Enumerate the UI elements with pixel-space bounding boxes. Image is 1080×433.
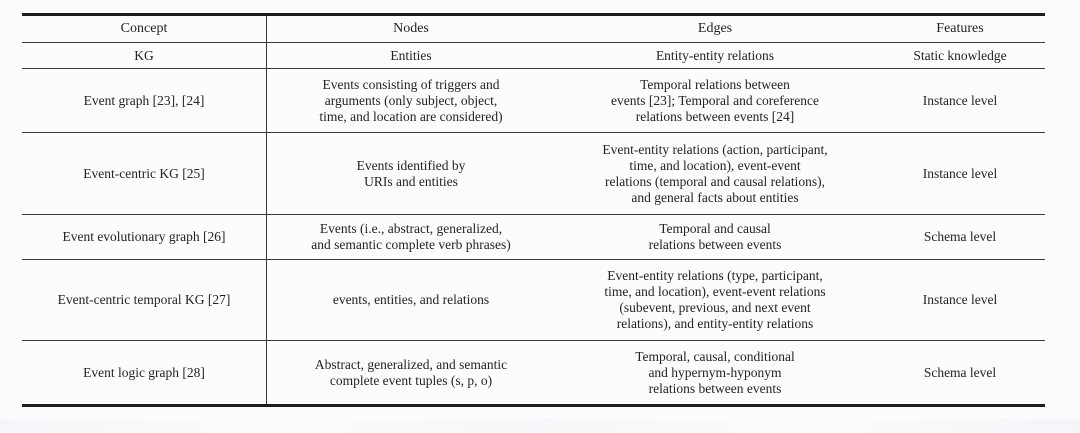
- cell-edges: Event-entity relations (action, particip…: [555, 133, 875, 215]
- cell-features: Static knowledge: [875, 43, 1045, 69]
- table-row-event-evolutionary-graph: Event evolutionary graph [26] Events (i.…: [22, 215, 1045, 260]
- cell-concept: Event logic graph [28]: [22, 341, 267, 404]
- cell-nodes: Events identified by URIs and entities: [267, 133, 555, 215]
- cell-edges: Temporal relations between events [23]; …: [555, 69, 875, 133]
- cell-concept: Event evolutionary graph [26]: [22, 215, 267, 260]
- cell-concept: Event-centric KG [25]: [22, 133, 267, 215]
- cell-edges: Event-entity relations (type, participan…: [555, 260, 875, 341]
- cell-features: Instance level: [875, 260, 1045, 341]
- paper-table-figure: Concept Nodes Edges Features KG Entities…: [22, 13, 1045, 407]
- header-row: Concept Nodes Edges Features: [22, 16, 1045, 43]
- cell-nodes: Events consisting of triggers and argume…: [267, 69, 555, 133]
- scan-artifact-strip: [0, 419, 1080, 433]
- cell-features: Schema level: [923, 364, 997, 380]
- cell-nodes: Abstract, generalized, and semantic comp…: [314, 356, 508, 388]
- table-row-event-centric-temporal-kg: Event-centric temporal KG [27] events, e…: [22, 260, 1045, 341]
- cell-concept: KG: [22, 43, 267, 69]
- table-row-event-graph: Event graph [23], [24] Events consisting…: [22, 69, 1045, 133]
- cell-edges: Entity-entity relations: [555, 43, 875, 69]
- col-header-edges: Edges: [555, 16, 875, 43]
- col-header-concept: Concept: [22, 16, 267, 43]
- col-header-nodes: Nodes: [267, 16, 555, 43]
- cell-concept: Event graph [23], [24]: [22, 69, 267, 133]
- cell-features: Instance level: [875, 69, 1045, 133]
- cell-features: Schema level: [875, 215, 1045, 260]
- table-row-event-centric-kg: Event-centric KG [25] Events identified …: [22, 133, 1045, 215]
- cell-concept: Event-centric temporal KG [27]: [22, 260, 267, 341]
- table-row-kg: KG Entities Entity-entity relations Stat…: [22, 43, 1045, 69]
- cell-edges: Temporal and causal relations between ev…: [555, 215, 875, 260]
- cell-features: Instance level: [875, 133, 1045, 215]
- cell-nodes: Entities: [267, 43, 555, 69]
- col-header-features: Features: [875, 16, 1045, 43]
- kg-comparison-table: Concept Nodes Edges Features KG Entities…: [22, 16, 1045, 404]
- cell-nodes: events, entities, and relations: [267, 260, 555, 341]
- table-row-event-logic-graph: Event logic graph [28] Abstract, general…: [22, 341, 1045, 404]
- cell-edges: Temporal, causal, conditional and hypern…: [635, 348, 795, 396]
- cell-nodes: Events (i.e., abstract, generalized, and…: [267, 215, 555, 260]
